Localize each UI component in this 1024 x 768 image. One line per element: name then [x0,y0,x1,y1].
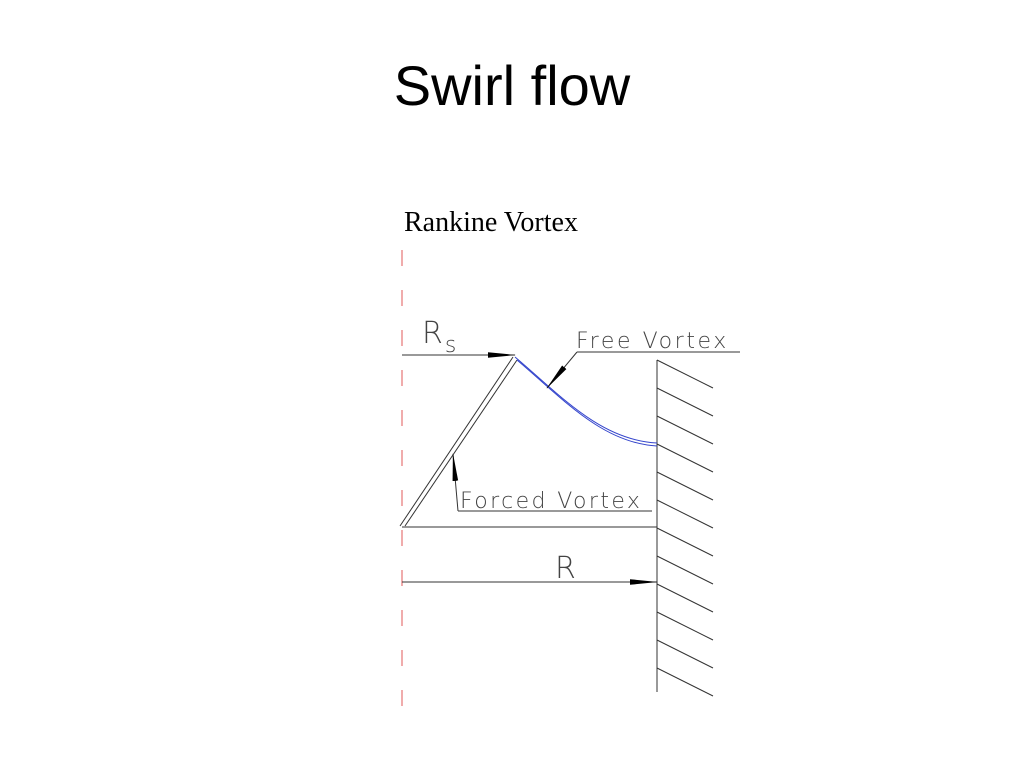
wall [656,359,714,697]
hatch-line [656,583,714,613]
hatch-line [656,387,714,417]
rs-label: Rs [422,316,456,358]
hatch-line [656,527,714,557]
wall-hatching [656,359,714,697]
free-vortex-label: Free Vortex [576,329,729,354]
slide-title: Swirl flow [393,54,631,117]
free-vortex-leader [546,351,740,389]
free-vortex-profile [514,356,658,447]
forced-vortex-label: Forced Vortex [460,489,642,514]
hatch-line [656,359,714,389]
hatch-line [656,471,714,501]
forced-vortex-leader [452,453,652,512]
hatch-line [656,639,714,669]
hatch-line [656,611,714,641]
forced-vortex-profile [399,356,518,527]
hatch-line [656,499,714,529]
hatch-line [656,415,714,445]
diagram-subtitle: Rankine Vortex [404,207,578,238]
hatch-line [656,555,714,585]
hatch-line [656,667,714,697]
hatch-line [656,443,714,473]
r-label: R [555,551,576,586]
